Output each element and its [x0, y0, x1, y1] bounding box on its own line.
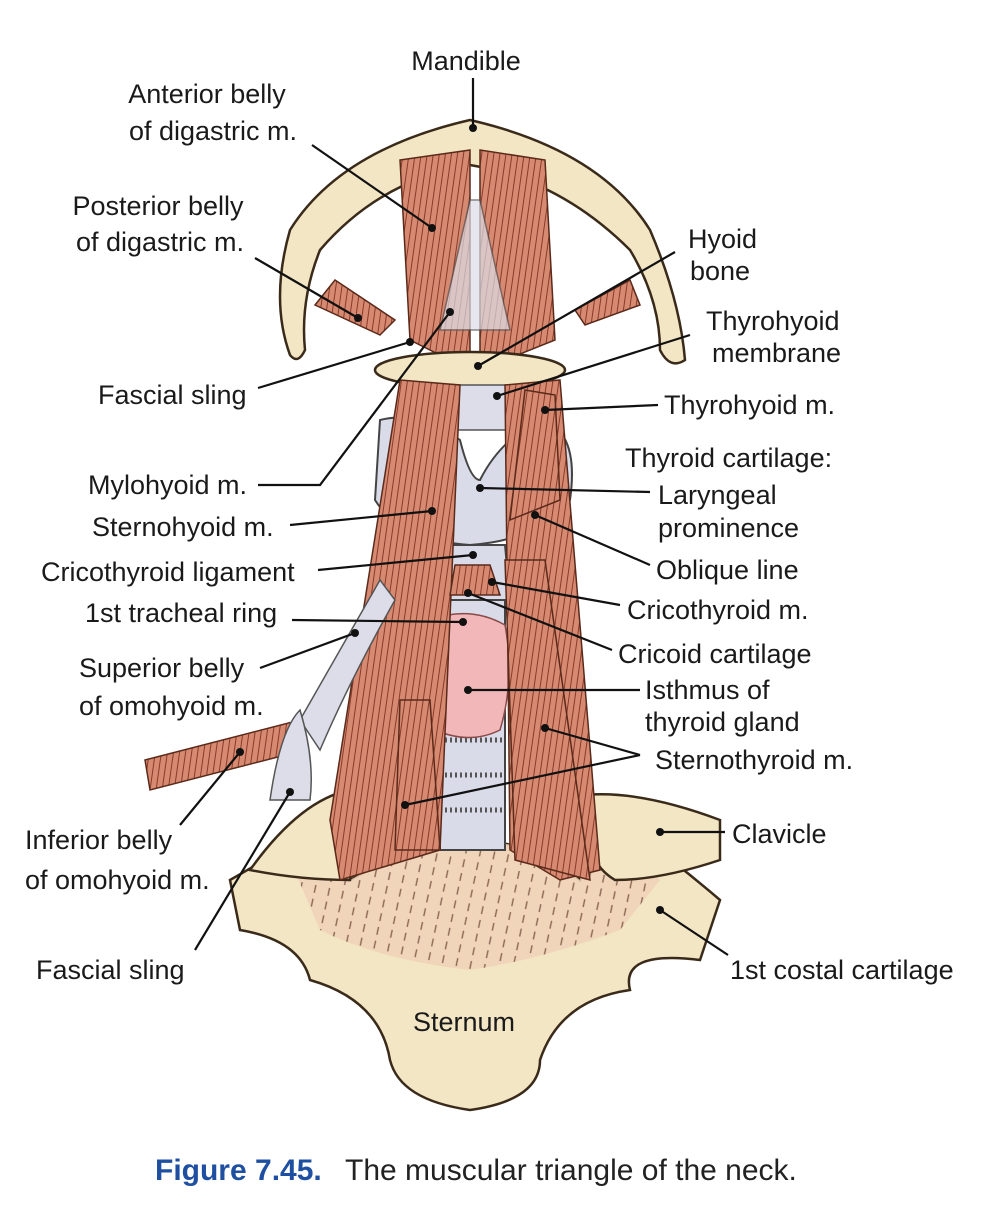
sternal-head-hatch	[290, 800, 660, 970]
label-superior-omohyoid: Superior belly	[79, 653, 245, 683]
label-inferior-omohyoid: Inferior belly	[25, 825, 173, 855]
caption-text: The muscular triangle of the neck.	[345, 1154, 797, 1187]
label-fascial-sling-lower: Fascial sling	[36, 955, 185, 985]
left-sternohyoid	[329, 379, 461, 881]
label-sternohyoid: Sternohyoid m.	[92, 512, 274, 542]
label-hyoid: Hyoid	[688, 224, 757, 254]
mandible-shape	[278, 118, 687, 365]
label-laryngeal: Laryngeal	[658, 480, 777, 510]
label-laryngeal-2: prominence	[658, 513, 799, 543]
label-cricothyroid-ligament: Cricothyroid ligament	[41, 557, 295, 587]
label-hyoid-2: bone	[690, 256, 750, 286]
right-clavicle	[583, 793, 722, 882]
figure-caption: Figure 7.45. The muscular triangle of th…	[155, 1154, 797, 1187]
right-posterior-digastric	[573, 278, 641, 326]
label-inferior-omohyoid-2: of omohyoid m.	[25, 865, 210, 895]
label-thyrohyoid-membrane-2: membrane	[712, 338, 841, 368]
right-sternothyroid	[504, 559, 591, 882]
label-sternothyroid: Sternothyroid m.	[655, 745, 853, 775]
label-thyrohyoid-membrane: Thyrohyoid	[706, 306, 840, 336]
suprahyoid-muscles	[313, 149, 641, 372]
label-posterior-belly: Posterior belly	[72, 191, 244, 221]
label-mandible: Mandible	[411, 46, 521, 76]
label-isthmus: Isthmus of	[645, 675, 770, 705]
left-sternothyroid	[394, 699, 441, 851]
label-posterior-belly-2: of digastric m.	[76, 227, 244, 257]
label-thyroid-cartilage: Thyroid cartilage:	[625, 443, 832, 473]
label-isthmus-2: thyroid gland	[645, 707, 800, 737]
caption-figure-number: Figure 7.45.	[155, 1154, 322, 1187]
label-cricoid: Cricoid cartilage	[618, 639, 812, 669]
right-thyrohyoid	[509, 389, 561, 522]
label-cricothyroid-m: Cricothyroid m.	[627, 595, 809, 625]
label-clavicle: Clavicle	[732, 819, 827, 849]
label-mylohyoid: Mylohyoid m.	[88, 470, 247, 500]
label-tracheal-ring: 1st tracheal ring	[85, 598, 277, 628]
infrahyoid-muscles	[144, 379, 601, 882]
left-fascial-sling-lower	[269, 708, 312, 801]
label-superior-omohyoid-2: of omohyoid m.	[79, 691, 264, 721]
label-sternum: Sternum	[413, 1007, 515, 1037]
label-oblique-line: Oblique line	[656, 555, 799, 585]
cricothyroid-shape	[449, 564, 502, 596]
leader-lines	[179, 78, 729, 956]
label-anterior-belly: Anterior belly	[128, 79, 286, 109]
left-posterior-digastric	[313, 278, 397, 336]
mylohyoid-sheet	[439, 199, 511, 331]
label-fascial-sling-upper: Fascial sling	[98, 380, 247, 410]
label-thyrohyoid-m: Thyrohyoid m.	[664, 390, 835, 420]
sternum-clavicle-group	[228, 788, 722, 1112]
labels: Mandible Anterior belly of digastric m. …	[25, 46, 954, 1037]
label-costal-cartilage: 1st costal cartilage	[730, 955, 954, 985]
left-superior-omohyoid	[299, 578, 396, 752]
label-anterior-belly-2: of digastric m.	[129, 116, 297, 146]
